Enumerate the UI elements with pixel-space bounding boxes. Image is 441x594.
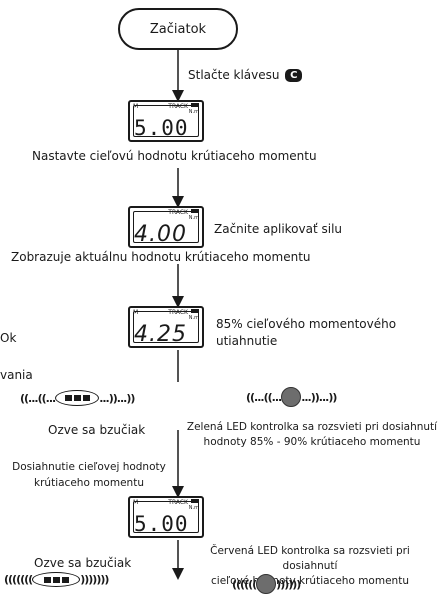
- green-led-signal: ((...((... ...))...)): [246, 387, 337, 407]
- sound-waves-right: ...))...)): [99, 391, 135, 405]
- light-waves-right: )))))): [276, 577, 301, 591]
- display-value: 4.25: [134, 322, 187, 347]
- c-key-icon: C: [285, 69, 303, 82]
- light-waves-left: ((...((...: [246, 390, 282, 404]
- display-mode: M: [133, 309, 139, 316]
- show-current-text: Zobrazuje aktuálnu hodnotu krútiaceho mo…: [11, 250, 311, 264]
- lcd-display-3: M TRACK N.m 4.25: [128, 306, 204, 348]
- press-key-label: Stlačte klávesu: [188, 68, 280, 82]
- target-reached-text: Dosiahnutie cieľovej hodnoty krútiaceho …: [4, 459, 174, 491]
- display-unit: N.m: [188, 215, 199, 221]
- lcd-display-4: M TRACK N.m 5.00: [128, 496, 204, 538]
- buzzer-icon: [32, 572, 81, 587]
- green-led-text: Zelená LED kontrolka sa rozsvieti pri do…: [184, 420, 440, 450]
- buzzer-label-2: Ozve sa bzučiak: [34, 556, 132, 570]
- left-fragment-vania: vania: [0, 368, 33, 382]
- green-led-line2: hodnoty 85% - 90% krútiaceho momentu: [203, 436, 421, 448]
- red-led-line2: cieľové hodnoty krútiaceho momentu: [211, 575, 409, 587]
- battery-icon: [191, 103, 199, 107]
- lcd-display-2: TRACK N.m 4.00: [128, 206, 204, 248]
- display-track: TRACK: [168, 499, 188, 506]
- set-target-text: Nastavte cieľovú hodnotu krútiaceho mome…: [32, 149, 317, 163]
- display-unit: N.m: [188, 315, 199, 321]
- sound-waves-left: (((((((: [4, 573, 33, 586]
- start-terminal: Začiatok: [118, 8, 238, 50]
- step-85-text: 85% cieľového momentového utiahnutie: [216, 316, 396, 350]
- sound-waves-left: ((...((...: [20, 391, 56, 405]
- display-value: 4.00: [134, 222, 187, 247]
- red-led-icon: [256, 574, 277, 594]
- battery-icon: [191, 499, 199, 503]
- display-mode: M: [133, 103, 139, 110]
- light-waves-left: ((((((: [232, 577, 257, 591]
- green-led-icon: [281, 387, 302, 407]
- display-track: TRACK: [168, 209, 188, 216]
- final-buzzer-signal: ((((((( ))))))): [4, 572, 109, 587]
- lcd-display-1: M TRACK N.m 5.00: [128, 100, 204, 142]
- apply-force-text: Začnite aplikovať silu: [214, 222, 343, 236]
- display-track: TRACK: [168, 103, 188, 110]
- display-unit: N.m: [188, 505, 199, 511]
- buzzer-icon: [55, 390, 100, 406]
- display-unit: N.m: [188, 109, 199, 115]
- sound-waves-right: ))))))): [80, 573, 109, 586]
- press-key-step: Stlačte klávesu C: [188, 68, 303, 82]
- red-led-signal: (((((( )))))): [232, 574, 301, 594]
- battery-icon: [191, 309, 199, 313]
- step-85-line2: utiahnutie: [216, 334, 278, 348]
- display-value: 5.00: [134, 512, 189, 536]
- display-mode: M: [133, 499, 139, 506]
- battery-icon: [191, 209, 199, 213]
- green-led-line1: Zelená LED kontrolka sa rozsvieti pri do…: [186, 421, 438, 433]
- buzzer-label-1: Ozve sa bzučiak: [48, 423, 146, 437]
- step-85-line1: 85% cieľového momentového: [216, 317, 397, 331]
- left-fragment-ok: Ok: [0, 331, 17, 345]
- display-track: TRACK: [168, 309, 188, 316]
- light-waves-right: ...))...)): [301, 390, 337, 404]
- red-led-text: Červená LED kontrolka sa rozsvieti pri d…: [182, 544, 438, 589]
- start-label: Začiatok: [149, 21, 207, 37]
- buzzer-signal: ((...((... ...))...)): [20, 390, 135, 406]
- red-led-line1: Červená LED kontrolka sa rozsvieti pri d…: [210, 545, 410, 572]
- target-reached-line1: Dosiahnutie cieľovej hodnoty: [12, 461, 166, 473]
- display-value: 5.00: [134, 116, 189, 140]
- target-reached-line2: krútiaceho momentu: [34, 477, 144, 489]
